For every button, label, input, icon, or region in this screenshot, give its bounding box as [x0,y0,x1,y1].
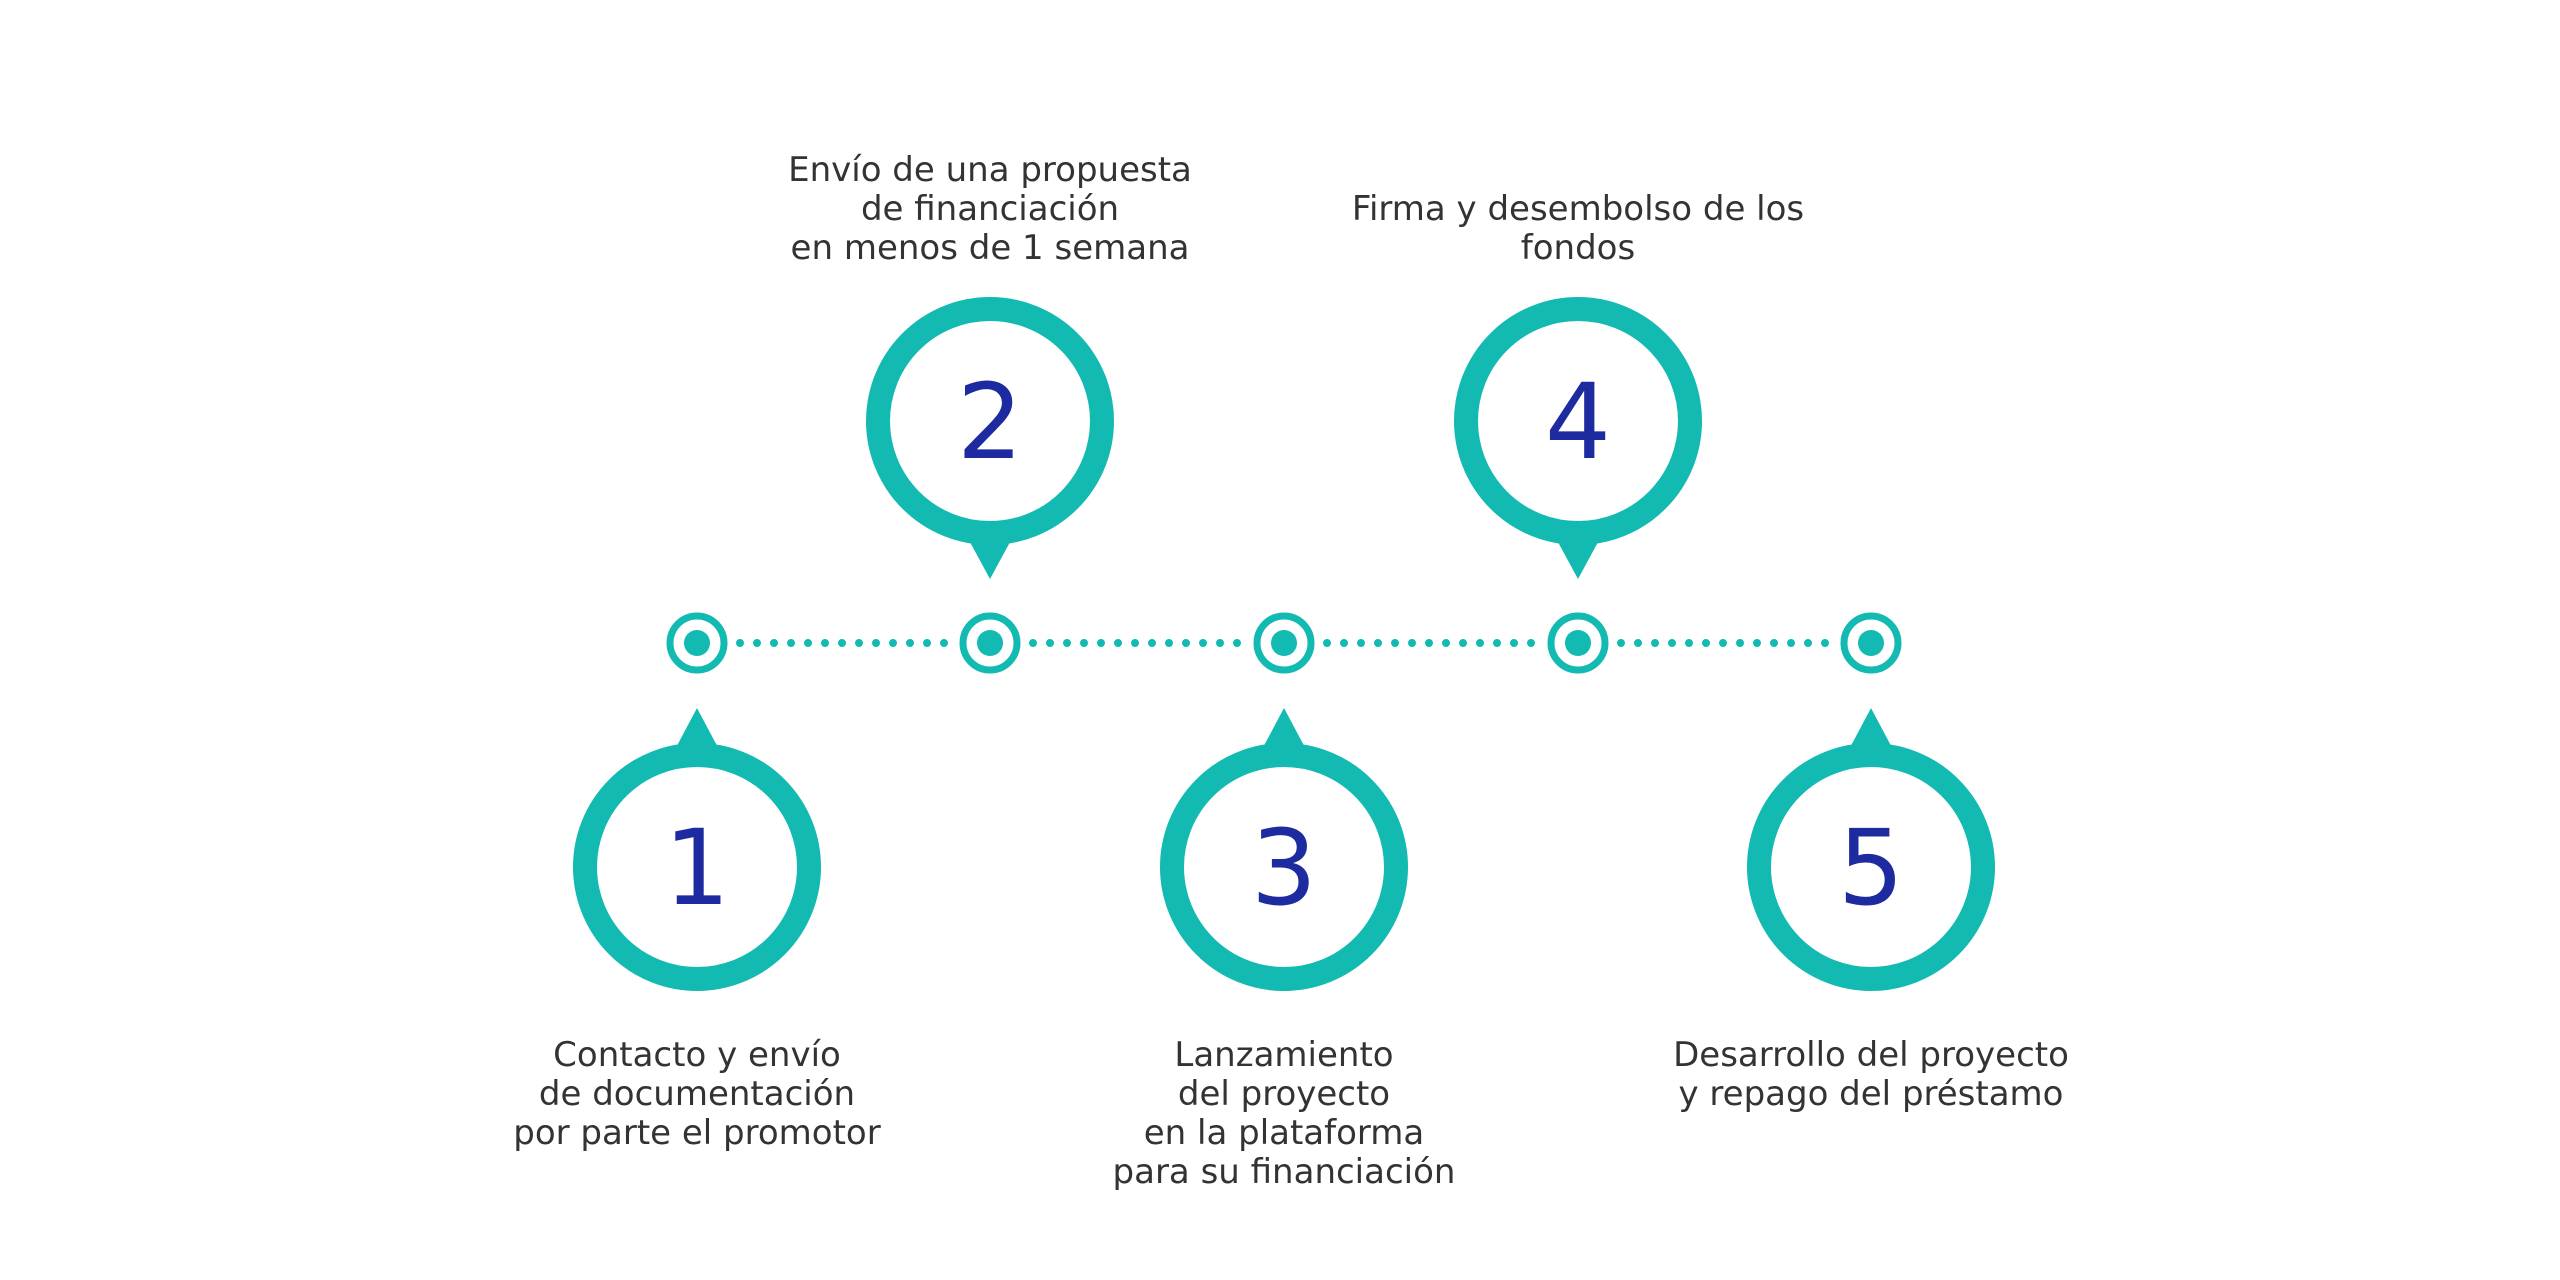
timeline-node-dot-5 [1858,630,1884,656]
step-badges: 1 2 3 4 5 [573,297,1995,991]
step-2-badge-ring [866,297,1114,545]
step-1-badge-ring [573,743,821,991]
timeline-node-dot-3 [1271,630,1297,656]
step-2-number: 2 [957,361,1023,483]
step-3-number: 3 [1251,807,1317,929]
step-5-number: 5 [1838,807,1904,929]
timeline-node-dot-4 [1565,630,1591,656]
timeline-node-dot-1 [684,630,710,656]
step-4-label: Firma y desembolso de los fondos [1351,189,1805,268]
timeline-nodes [666,612,1902,674]
step-2-label: Envío de una propuesta de financiación e… [788,150,1192,268]
timeline-node-dot-2 [977,630,1003,656]
step-5-badge-ring [1747,743,1995,991]
step-5-label: Desarrollo del proyecto y repago del pré… [1673,1035,2069,1114]
step-1-label: Contacto y envío de documentación por pa… [513,1035,881,1153]
step-3-badge-ring [1160,743,1408,991]
step-1-number: 1 [664,807,730,929]
step-4-badge-ring [1454,297,1702,545]
step-3-label: Lanzamiento del proyecto en la plataform… [1112,1035,1456,1192]
step-4-number: 4 [1545,361,1611,483]
